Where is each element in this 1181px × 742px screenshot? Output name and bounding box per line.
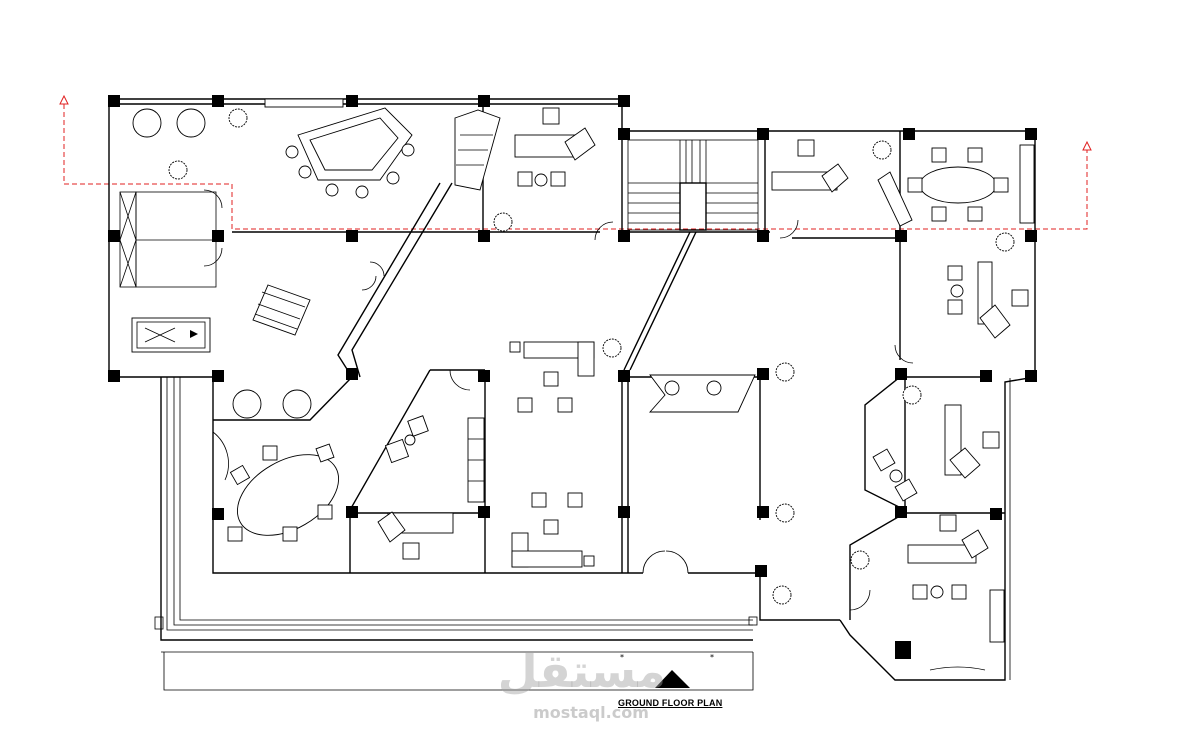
meeting-room-left [227,443,340,542]
plant-icons [168,108,1015,605]
svg-text:*: * [710,653,714,662]
watermark-latin: mostaql.com [533,703,649,722]
doors [161,189,914,611]
staircase [627,139,759,231]
office-right-lower [872,404,1005,671]
office-right [947,261,1029,339]
office-top-middle [514,107,596,187]
svg-text:*: * [620,653,624,662]
reception-area [131,98,501,419]
office-top-right [771,139,1035,227]
lobby-seating [467,341,595,568]
entrance-marker: * * [154,616,758,688]
office-left-middle [377,415,454,560]
drawing-title: GROUND FLOOR PLAN [618,698,723,708]
reception-desk [649,374,756,413]
structural-columns [108,95,1037,659]
section-cut-line [59,94,1092,230]
watermark-arabic: مستقل [497,644,666,698]
